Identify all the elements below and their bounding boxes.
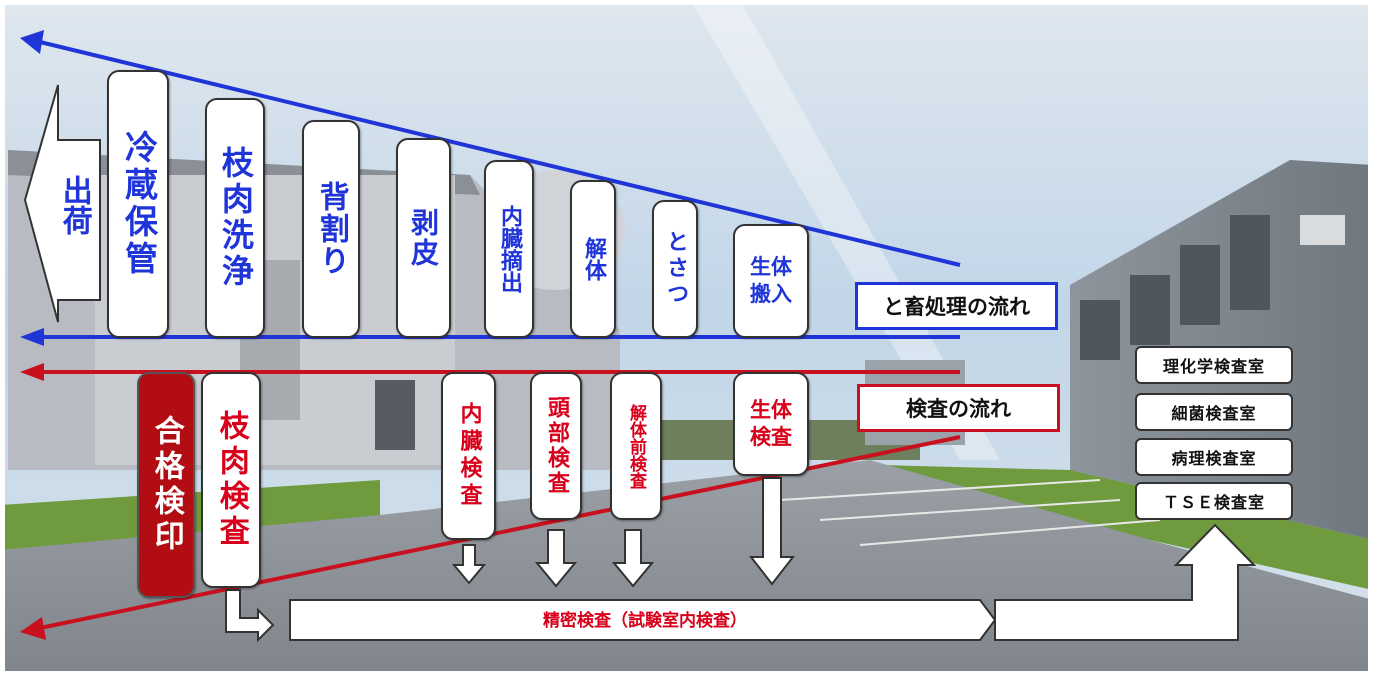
lab-tse: ＴＳＥ検査室 [1135, 482, 1293, 520]
lab-tse-label: ＴＳＥ検査室 [1162, 493, 1265, 512]
step-shipping-label: 出荷 [56, 175, 92, 235]
step-pass-stamp-label: 合格検印 [148, 415, 184, 555]
step-splitting-label: 背割り [313, 181, 349, 277]
step-skinning-label: 剥皮 [407, 208, 441, 268]
step-head-inspection: 頭部検査 [530, 372, 582, 520]
step-live-receipt-label: 生体搬入 [750, 254, 792, 306]
step-splitting: 背割り [302, 120, 360, 338]
lab-physicochemical-label: 理化学検査室 [1162, 357, 1265, 376]
lab-bacteriology: 細菌検査室 [1135, 393, 1293, 431]
step-stunning-label: とさつ [662, 230, 688, 308]
step-stunning: とさつ [652, 200, 698, 338]
processing-flow-title-text: と畜処理の流れ [883, 295, 1030, 319]
step-live-inspection-label: 生体検査 [750, 397, 792, 449]
step-dressing-label: 解体 [580, 237, 606, 281]
step-skinning: 剥皮 [396, 138, 451, 338]
lab-physicochemical: 理化学検査室 [1135, 346, 1293, 384]
lab-test-arrow [289, 599, 997, 641]
lab-test-label-text: 精密検査（試験室内検査） [543, 611, 747, 631]
step-evisceration: 内臓摘出 [484, 160, 534, 338]
step-live-inspection: 生体検査 [733, 372, 809, 476]
lab-test-label: 精密検査（試験室内検査） [485, 606, 805, 631]
shipping-arrow-shape [23, 84, 101, 323]
step-cold-storage: 冷蔵保管 [107, 70, 169, 338]
processing-flow-title: と畜処理の流れ [855, 282, 1058, 330]
step-dressing: 解体 [570, 180, 616, 338]
lab-pathology: 病理検査室 [1135, 438, 1293, 476]
step-shipping: 出荷 [52, 160, 96, 250]
down-arrows [451, 477, 796, 588]
inspection-flow-title: 検査の流れ [857, 384, 1060, 432]
step-carcass-inspection: 枝肉検査 [201, 372, 261, 588]
step-carcass-wash-label: 枝肉洗浄 [216, 146, 255, 290]
inspection-flow-title-text: 検査の流れ [906, 397, 1011, 421]
step-antemortem-dressing-inspection: 解体前検査 [610, 372, 662, 520]
lab-pathology-label: 病理検査室 [1171, 449, 1257, 468]
step-carcass-wash: 枝肉洗浄 [205, 98, 265, 338]
step-viscera-inspection: 内臓検査 [441, 372, 496, 540]
step-viscera-inspection-label: 内臓検査 [456, 402, 482, 510]
step-pass-stamp: 合格検印 [137, 372, 195, 598]
step-evisceration-label: 内臓摘出 [496, 205, 522, 293]
lab-up-arrow [994, 523, 1257, 641]
step-antemortem-dressing-inspection-label: 解体前検査 [626, 403, 647, 489]
step-cold-storage-label: 冷蔵保管 [119, 130, 159, 278]
step-head-inspection-label: 頭部検査 [543, 396, 569, 496]
elbow-arrow [225, 589, 275, 643]
step-carcass-inspection-label: 枝肉検査 [213, 410, 249, 550]
lab-bacteriology-label: 細菌検査室 [1171, 404, 1257, 423]
step-live-receipt: 生体搬入 [733, 224, 809, 338]
